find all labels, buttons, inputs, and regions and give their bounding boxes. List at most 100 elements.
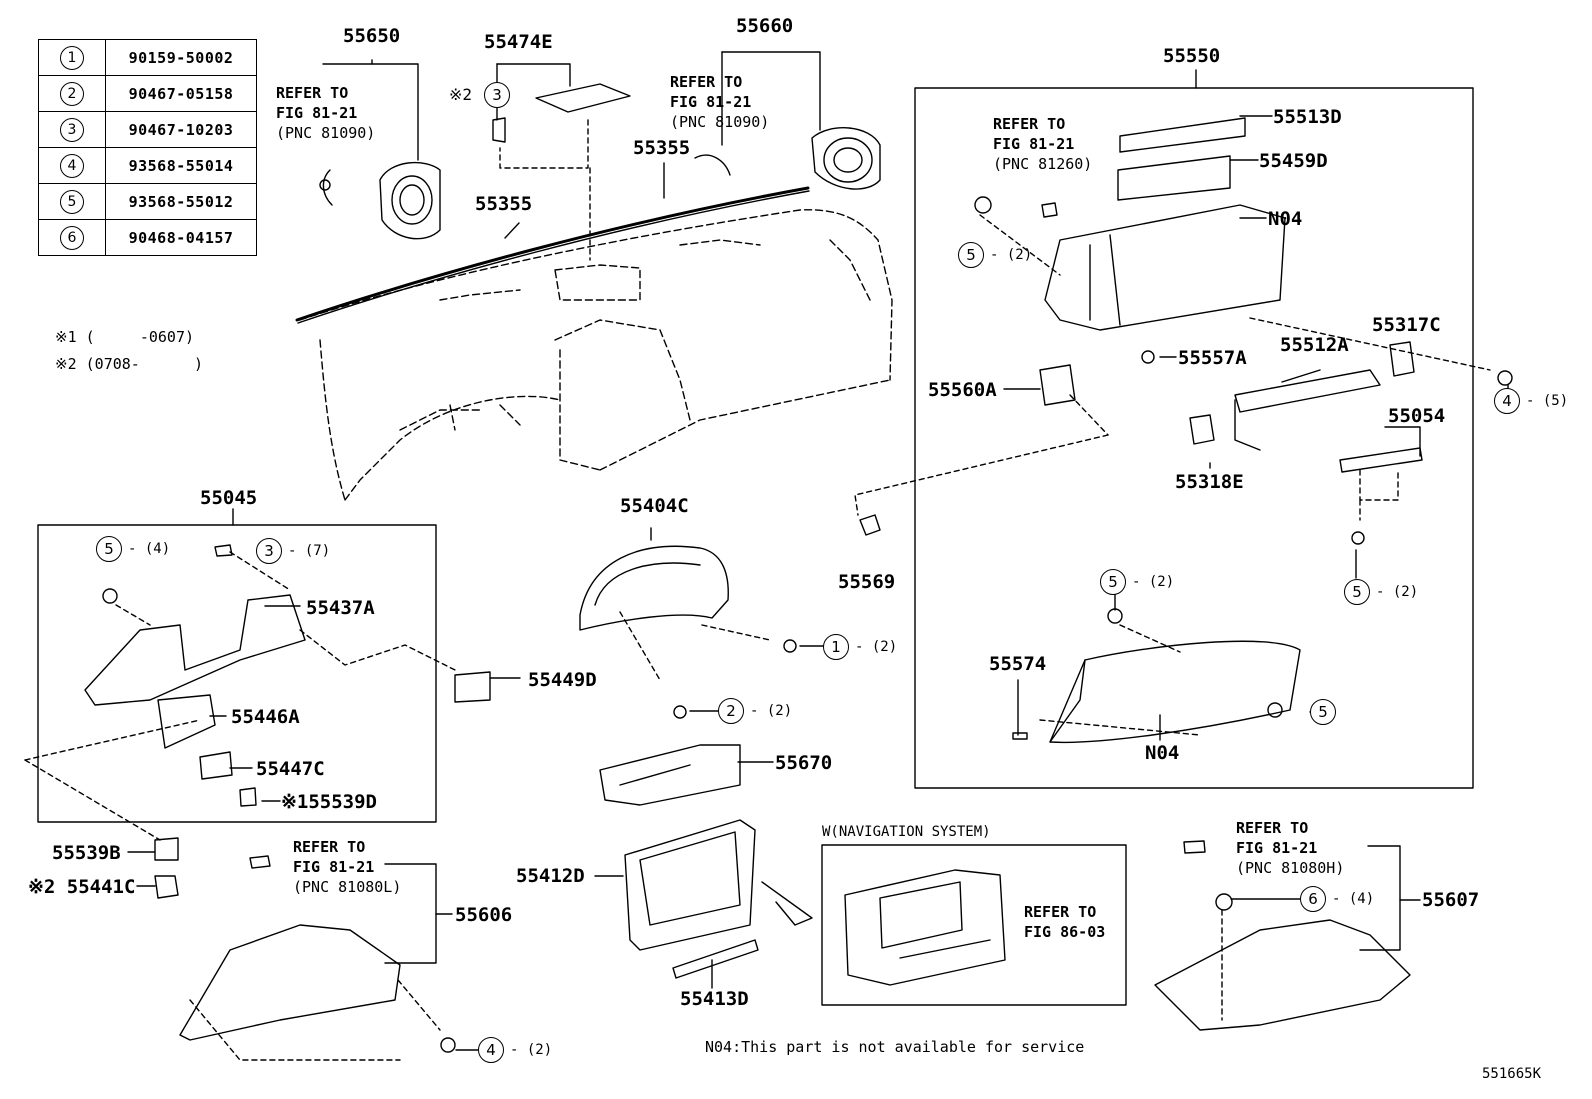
legend-part-number[interactable]: 93568-55012: [105, 183, 257, 220]
callout-4-b-qty: - (2): [510, 1042, 553, 1058]
callout-6[interactable]: 6: [1300, 886, 1326, 912]
callout-5-e[interactable]: 5: [96, 536, 122, 562]
legend-number: 2: [60, 81, 84, 106]
part-label-55412d[interactable]: 55412D: [516, 865, 585, 887]
part-label-55557a[interactable]: 55557A: [1178, 347, 1247, 369]
callout-5-e-qty: - (4): [128, 541, 171, 557]
part-label-55045[interactable]: 55045: [200, 487, 258, 509]
part-label-55607[interactable]: 55607: [1422, 889, 1480, 911]
legend-number: 4: [60, 153, 84, 178]
part-label-55660[interactable]: 55660: [736, 15, 794, 37]
part-label-55355-left[interactable]: 55355: [475, 193, 533, 215]
part-label-55447c[interactable]: 55447C: [256, 758, 325, 780]
callout-4-a[interactable]: 4: [1494, 388, 1520, 414]
lower-panel-group-frame: [37, 524, 437, 823]
callout-1[interactable]: 1: [823, 634, 849, 660]
footer-note: N04:This part is not available for servi…: [705, 1038, 1085, 1056]
callout-5-b-qty: - (2): [1132, 574, 1175, 590]
part-label-55355-top[interactable]: 55355: [633, 137, 691, 159]
part-label-55317c[interactable]: 55317C: [1372, 314, 1441, 336]
legend-number-cell: 2: [38, 75, 106, 112]
part-label-55560a[interactable]: 55560A: [928, 379, 997, 401]
part-label-55513d[interactable]: 55513D: [1273, 106, 1342, 128]
callout-5-a-qty: - (2): [990, 247, 1033, 263]
part-label-55437a[interactable]: 55437A: [306, 597, 375, 619]
legend-row: 5 93568-55012: [38, 183, 257, 220]
side-vent-right-drawing: [694, 127, 881, 190]
legend-row: 2 90467-05158: [38, 75, 257, 112]
legend-number: 5: [60, 189, 84, 214]
callout-5-d[interactable]: 5: [1310, 699, 1336, 725]
part-label-55670[interactable]: 55670: [775, 752, 833, 774]
navigation-group-frame: [821, 844, 1127, 1006]
part-label-55569[interactable]: 55569: [838, 571, 896, 593]
part-label-55539b[interactable]: 55539B: [52, 842, 121, 864]
part-label-n04-upper[interactable]: N04: [1268, 208, 1303, 230]
part-label-55574[interactable]: 55574: [989, 653, 1047, 675]
fastener-legend-table: 1 90159-50002 2 90467-05158 3 90467-10203 4 935…: [38, 39, 257, 256]
legend-row: 4 93568-55014: [38, 147, 257, 184]
legend-number-cell: 3: [38, 111, 106, 148]
instrument-panel-drawing: [299, 209, 893, 501]
part-label-55441c[interactable]: ※2 55441C: [28, 876, 136, 898]
right-lower-cover-drawing: [1154, 840, 1411, 1031]
legend-part-number[interactable]: 90467-05158: [105, 75, 257, 112]
part-label-55413d[interactable]: 55413D: [680, 988, 749, 1010]
callout-5-c[interactable]: 5: [1344, 579, 1370, 605]
callout-5-c-qty: - (2): [1376, 584, 1419, 600]
legend-part-number[interactable]: 90468-04157: [105, 219, 257, 256]
legend-number-cell: 6: [38, 219, 106, 256]
part-label-55459d[interactable]: 55459D: [1259, 150, 1328, 172]
part-label-55054[interactable]: 55054: [1388, 405, 1446, 427]
callout-3-top[interactable]: 3: [484, 82, 510, 108]
part-label-55474e[interactable]: 55474E: [484, 31, 553, 53]
callout-2[interactable]: 2: [718, 698, 744, 724]
part-label-55512a[interactable]: 55512A: [1280, 334, 1349, 356]
fasteners-drawing: [319, 179, 1513, 718]
callout-1-qty: - (2): [855, 639, 898, 655]
part-label-55446a[interactable]: 55446A: [231, 706, 300, 728]
part-label-n04-lower[interactable]: N04: [1145, 742, 1180, 764]
legend-part-number[interactable]: 93568-55014: [105, 147, 257, 184]
legend-number-cell: 1: [38, 39, 106, 76]
figure-code: 551665K: [1482, 1066, 1542, 1082]
leader-lines: [127, 51, 1509, 1051]
callout-4-b[interactable]: 4: [478, 1037, 504, 1063]
legend-number-cell: 5: [38, 183, 106, 220]
note-symbol-2: ※2 (0708- ): [55, 355, 204, 373]
part-label-55449d[interactable]: 55449D: [528, 669, 597, 691]
legend-number-cell: 4: [38, 147, 106, 184]
legend-number: 1: [60, 45, 84, 70]
part-label-55550[interactable]: 55550: [1163, 45, 1221, 67]
part-label-55404c[interactable]: 55404C: [620, 495, 689, 517]
callout-2-qty: - (2): [750, 703, 793, 719]
top-cover-drawing: [492, 83, 631, 143]
callout-3-b[interactable]: 3: [256, 538, 282, 564]
callout-6-qty: - (4): [1332, 891, 1375, 907]
callout-5-a[interactable]: 5: [958, 242, 984, 268]
center-cluster-drawing: [579, 545, 813, 979]
callout-5-b[interactable]: 5: [1100, 569, 1126, 595]
part-label-55650[interactable]: 55650: [343, 25, 401, 47]
navigation-unit-drawing: [844, 869, 1006, 986]
navigation-group-title: W(NAVIGATION SYSTEM): [822, 824, 991, 840]
legend-part-number[interactable]: 90159-50002: [105, 39, 257, 76]
legend-number: 3: [60, 117, 84, 142]
part-label-55318e[interactable]: 55318E: [1175, 471, 1244, 493]
legend-part-number[interactable]: 90467-10203: [105, 111, 257, 148]
side-vent-left-drawing: [322, 161, 441, 240]
part-label-55539d[interactable]: ※155539D: [281, 791, 377, 813]
part-label-55606[interactable]: 55606: [455, 904, 513, 926]
callout-4-a-qty: - (5): [1526, 393, 1569, 409]
callout-3-b-qty: - (7): [288, 543, 331, 559]
callout-symbol-2: ※2: [449, 85, 473, 104]
